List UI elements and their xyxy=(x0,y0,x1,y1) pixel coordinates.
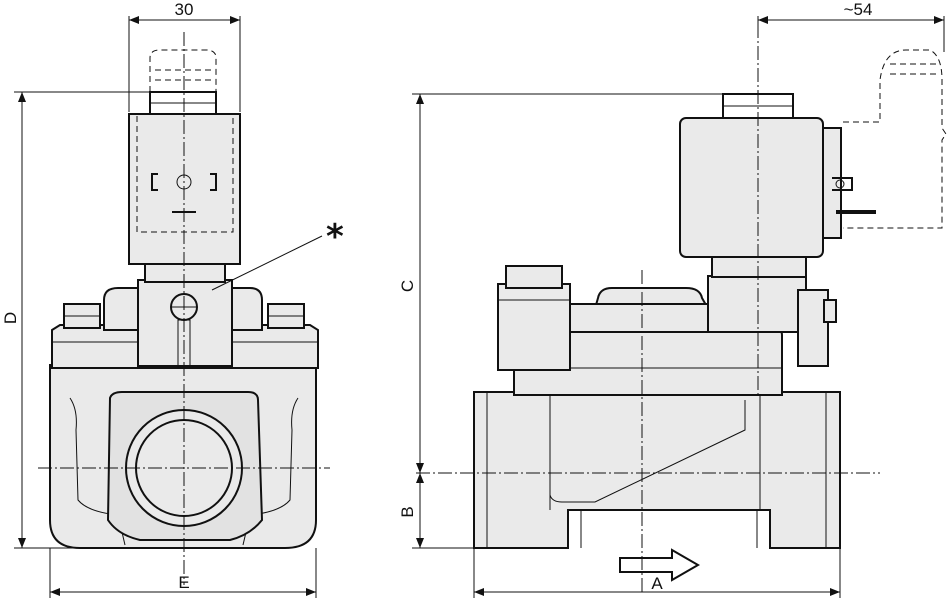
side-coil-neck xyxy=(711,254,807,278)
side-override-block xyxy=(497,283,571,371)
front-plug-lines xyxy=(155,69,211,81)
front-terminal-right xyxy=(210,173,217,191)
side-top-dome xyxy=(594,287,708,306)
dim-c-arrow-top xyxy=(416,94,424,104)
side-plug-lines xyxy=(890,63,936,75)
dim-54-arrow-right xyxy=(934,16,944,24)
side-plug-outline xyxy=(843,49,947,229)
dim-d-label: D xyxy=(1,312,20,324)
dim-a-arrow-left xyxy=(474,588,484,596)
dim-30-arrow-right xyxy=(230,16,240,24)
side-valve-body xyxy=(473,391,841,549)
front-connector-outline xyxy=(136,113,234,233)
dim-a-arrow-right xyxy=(830,588,840,596)
flow-direction-arrow xyxy=(619,548,701,582)
side-seat-contour xyxy=(549,400,746,503)
side-stem xyxy=(707,275,807,333)
dim-e-arrow-right xyxy=(306,588,316,596)
side-connector-plate xyxy=(822,127,842,239)
dim-d-arrow-top xyxy=(18,92,26,102)
dim-d-arrow-bottom xyxy=(18,538,26,548)
dim-30-arrow-left xyxy=(129,16,139,24)
side-coil xyxy=(679,117,824,258)
side-view xyxy=(416,24,947,592)
dim-b-arrow-bottom xyxy=(416,538,424,548)
dim-54-label: ~54 xyxy=(844,0,873,19)
dim-e-arrow-left xyxy=(50,588,60,596)
front-stem-block xyxy=(137,279,233,367)
side-connector-screw xyxy=(835,179,845,189)
dim-a-label: A xyxy=(651,574,663,593)
front-terminal-left xyxy=(151,173,158,191)
side-connector-terminal xyxy=(832,177,853,191)
dim-b-arrow-top xyxy=(416,473,424,483)
side-override-nut xyxy=(505,265,563,289)
front-view: * xyxy=(38,32,344,585)
dim-54-arrow-left xyxy=(758,16,768,24)
star-leader-line xyxy=(211,235,323,291)
front-plug-outline xyxy=(149,49,217,92)
dim-c-arrow-bottom xyxy=(416,463,424,473)
side-stem-clip xyxy=(823,299,837,323)
dim-e-label: E xyxy=(178,573,189,592)
dim-c-label: C xyxy=(398,280,417,292)
dim-30-label: 30 xyxy=(175,0,194,19)
dim-b-label: B xyxy=(398,506,417,517)
star-marker: * xyxy=(326,217,344,257)
